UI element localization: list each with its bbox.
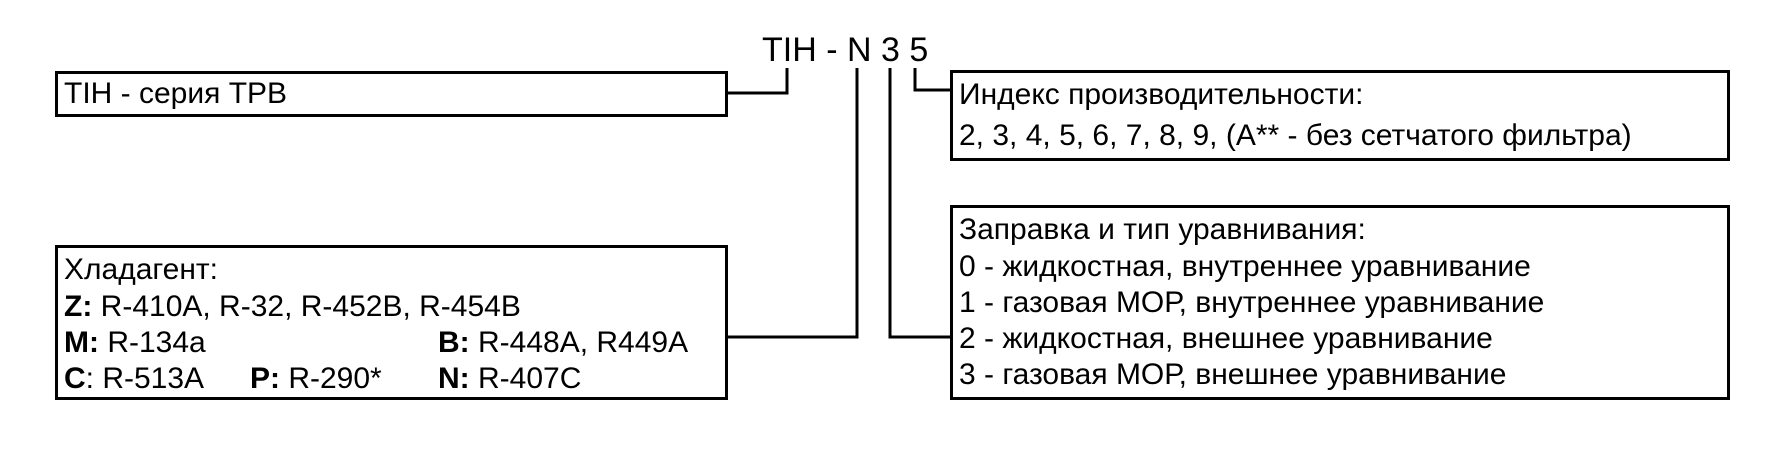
- code-capacity: 5: [909, 31, 929, 69]
- connector-charge: [888, 68, 952, 339]
- refrigerant-z-key: Z:: [64, 290, 93, 323]
- connector-capacity: [913, 68, 952, 92]
- refrigerant-row-z: Z: R-410A, R-32, R-452B, R-454B: [64, 289, 521, 325]
- refrigerant-row-c: C: R-513A: [64, 361, 204, 397]
- refrigerant-m-key: M:: [64, 326, 99, 359]
- refrigerant-z-value: R-410A, R-32, R-452B, R-454B: [100, 290, 521, 323]
- refrigerant-row-m: M: R-134a: [64, 325, 206, 361]
- code-prefix: TIH: [762, 31, 817, 69]
- capacity-values: 2, 3, 4, 5, 6, 7, 8, 9, (A** - без сетча…: [959, 119, 1632, 152]
- code-dash: -: [826, 31, 838, 69]
- refrigerant-n-value: R-407C: [478, 362, 582, 395]
- refrigerant-title: Хладагент:: [64, 253, 218, 286]
- charge-item: 0 - жидкостная, внутреннее уравнивание: [959, 250, 1531, 283]
- refrigerant-b-key: B:: [438, 326, 470, 359]
- code-refrigerant: N: [847, 31, 872, 69]
- charge-title: Заправка и тип уравнивания:: [959, 213, 1366, 246]
- series-box: TIH - серия ТРВ: [55, 71, 728, 117]
- refrigerant-b-value: R-448A, R449A: [478, 326, 689, 359]
- code-charge: 3: [881, 31, 900, 69]
- charge-item: 2 - жидкостная, внешнее уравнивание: [959, 322, 1493, 355]
- charge-item: 1 - газовая МОР, внутреннее уравнивание: [959, 286, 1545, 319]
- model-code: TIH - N 3 5: [762, 30, 928, 70]
- refrigerant-c-value: : R-513A: [85, 362, 205, 395]
- refrigerant-row-p: P: R-290*: [250, 361, 382, 397]
- capacity-box: Индекс производительности: 2, 3, 4, 5, 6…: [950, 70, 1730, 161]
- refrigerant-p-key: P:: [250, 362, 280, 395]
- connector-refrigerant: [726, 68, 859, 339]
- refrigerant-p-value: R-290*: [288, 362, 382, 395]
- refrigerant-m-value: R-134a: [107, 326, 206, 359]
- series-text: TIH - серия ТРВ: [64, 77, 288, 110]
- refrigerant-n-key: N:: [438, 362, 470, 395]
- refrigerant-row-n: N: R-407C: [438, 361, 581, 397]
- refrigerant-c-key: C: [64, 362, 86, 395]
- refrigerant-box: Хладагент: Z: R-410A, R-32, R-452B, R-45…: [55, 245, 728, 400]
- charge-item: 3 - газовая МОР, внешнее уравнивание: [959, 358, 1507, 391]
- connector-series: [728, 68, 789, 95]
- refrigerant-row-b: B: R-448A, R449A: [438, 325, 688, 361]
- capacity-title: Индекс производительности:: [959, 78, 1364, 111]
- charge-box: Заправка и тип уравнивания: 0 - жидкостн…: [950, 205, 1730, 400]
